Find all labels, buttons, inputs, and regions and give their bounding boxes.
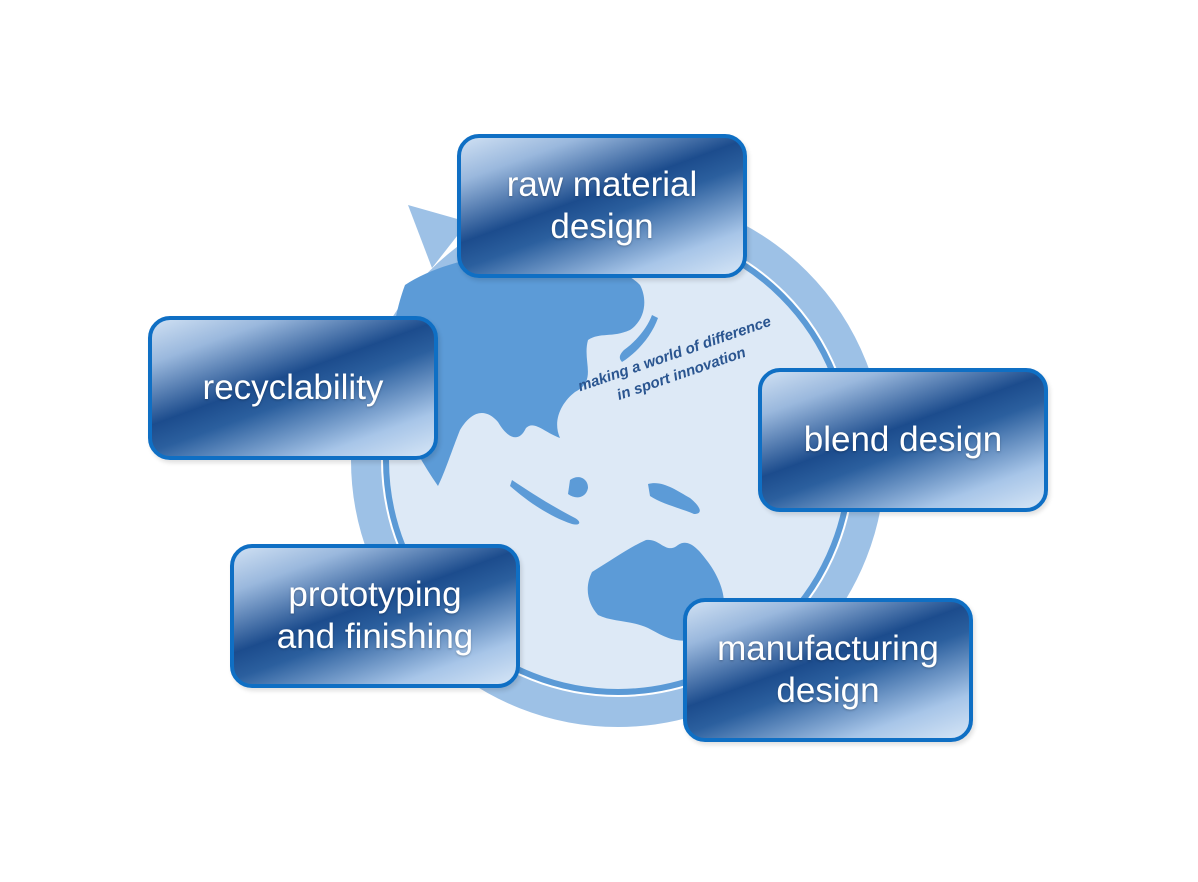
stage-prototyping-and-finishing: prototyping and finishing [230, 544, 520, 688]
stage-raw-material-design: raw material design [457, 134, 747, 278]
stage-label-line-1: manufacturing [717, 629, 939, 668]
stage-label-line-1: prototyping [288, 575, 462, 614]
stage-label-line-1: blend design [803, 420, 1003, 459]
stage-label-line-2: and finishing [276, 617, 474, 656]
stage-label-line-2: design [550, 207, 654, 246]
stage-label-line-1: recyclability [202, 368, 384, 407]
stage-label-line-1: raw material [506, 165, 698, 204]
stage-label-line-2: design [776, 671, 880, 710]
stage-blend-design: blend design [758, 368, 1048, 512]
stage-manufacturing-design: manufacturing design [683, 598, 973, 742]
stage-recyclability: recyclability [148, 316, 438, 460]
